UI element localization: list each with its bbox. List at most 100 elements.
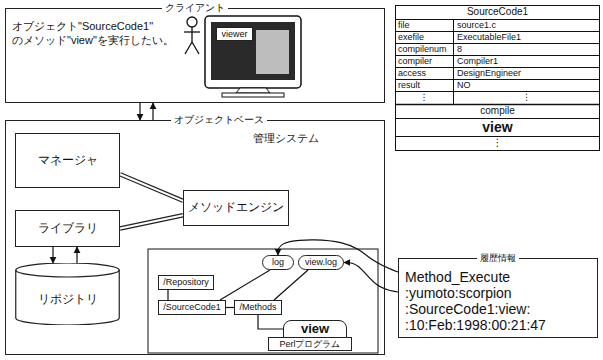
connector-inner-line: [120, 215, 183, 228]
double-line-connector: [120, 215, 183, 228]
node-text: Perlプログラム: [279, 339, 340, 349]
node-text: マネージャ: [38, 154, 98, 168]
connector: [77, 247, 78, 263]
connector-line: [344, 263, 398, 293]
table-rule: [395, 91, 600, 92]
node-text: /Methods: [239, 302, 276, 312]
table-frame: [396, 6, 600, 151]
frame-body-text: オブジェクト"SourceCode1" のメソッド"view"を実行したい。: [12, 19, 192, 47]
connector: [344, 263, 398, 293]
connector: [226, 307, 234, 308]
attribute-table: [395, 6, 600, 151]
table-cell: ⋮: [395, 136, 600, 150]
person-arms: [184, 31, 200, 32]
manager-box: マネージャ: [15, 133, 120, 188]
connector-line: [76, 247, 77, 263]
history-box: 履歴情報Method_Execute :yumoto:scorpion :Sou…: [398, 258, 598, 338]
table-cell: access: [398, 67, 452, 79]
node-text: ライブラリ: [38, 222, 98, 236]
connector: [258, 315, 283, 329]
table-cell: compiler: [398, 55, 452, 67]
table-cell: view: [395, 118, 600, 136]
connector: [153, 103, 154, 120]
table-cell: 8: [457, 43, 598, 55]
connector-line: [220, 270, 270, 300]
directory-box: /SourceCode1: [158, 300, 226, 315]
library-box: ライブラリ: [15, 210, 120, 247]
table-cell: result: [398, 79, 452, 91]
connector-line: [139, 103, 140, 120]
monitor-base: [222, 93, 284, 97]
table-cell: ExecutableFile1: [457, 31, 598, 43]
connector-line: [226, 307, 234, 308]
table-rule: [395, 79, 600, 80]
table-rule: [395, 31, 600, 32]
system-label: 管理システム: [253, 130, 323, 146]
table-rule: [395, 19, 600, 20]
table-rule: [395, 67, 600, 68]
table-cell: NO: [457, 79, 598, 91]
node-text: /Repository: [163, 277, 209, 287]
connector: [278, 240, 398, 272]
double-line-connector: [120, 174, 183, 201]
connector-line: [278, 240, 398, 272]
table-heading: SourceCode1: [395, 5, 600, 19]
table-rule: [395, 118, 600, 119]
method-engine-box: メソッドエンジン: [183, 190, 289, 226]
node-text: view.log: [305, 257, 337, 267]
table-rule: [395, 136, 600, 137]
table-rule: [395, 43, 600, 44]
table-cell: source1.c: [457, 19, 598, 31]
table-cell: file: [398, 19, 452, 31]
frame-title: クライアント: [162, 2, 228, 14]
node-text: メソッドエンジン: [188, 201, 284, 215]
table-column-rule: [453, 19, 454, 104]
objectbase-frame: オブジェクトベースマネージャライブラリメソッドエンジンリポジトリlogview.…: [5, 120, 385, 355]
connector: [140, 103, 141, 120]
connector-line: [152, 103, 153, 120]
table-cell: ⋮: [454, 91, 599, 104]
connector-line: [52, 247, 53, 263]
log-file: view.log: [298, 255, 344, 270]
person-figure: [184, 17, 200, 54]
table-cell: ⋮: [396, 91, 452, 104]
method-file: view: [283, 320, 347, 338]
client-frame: クライアントオブジェクト"SourceCode1" のメソッド"view"を実行…: [5, 8, 385, 103]
repository-cylinder: リポジトリ: [15, 263, 120, 325]
screen-window: [256, 30, 289, 74]
table-cell: Compiler1: [457, 55, 598, 67]
connector-line: [167, 290, 168, 300]
connector: [274, 270, 308, 300]
frame-body-text: Method_Execute :yumoto:scorpion :SourceC…: [405, 269, 591, 333]
person-leg: [192, 42, 199, 54]
log-file: log: [262, 255, 294, 270]
person-head: [187, 17, 197, 27]
connector-inner-line: [120, 174, 183, 201]
connector: [220, 270, 270, 300]
connector-line: [120, 215, 183, 228]
monitor: [205, 16, 301, 97]
monitor-stand: [236, 88, 270, 93]
connector: [168, 290, 169, 300]
node-text: /SourceCode1: [163, 302, 221, 312]
connector-line: [274, 270, 308, 300]
directory-box: /Repository: [158, 275, 214, 290]
connector: [53, 247, 54, 263]
table-cell: compilenum: [398, 43, 452, 55]
node-text: viewer: [221, 29, 247, 39]
monitor-screen: [211, 22, 295, 80]
node-text: log: [272, 257, 284, 267]
cylinder-rim: [16, 270, 120, 277]
file-tree-frame: [148, 249, 378, 353]
frame-title: オブジェクトベース: [171, 114, 267, 126]
connector-line: [120, 174, 183, 201]
cylinder-body: [16, 263, 120, 325]
table-rule: [395, 55, 600, 56]
program-box: Perlプログラム: [268, 337, 352, 351]
node-text: リポジトリ: [38, 293, 98, 307]
monitor-case: [205, 16, 301, 88]
person-body: [191, 27, 192, 42]
directory-box: /Methods: [234, 300, 282, 315]
table-cell: compile: [395, 104, 600, 118]
person-leg: [185, 42, 192, 54]
